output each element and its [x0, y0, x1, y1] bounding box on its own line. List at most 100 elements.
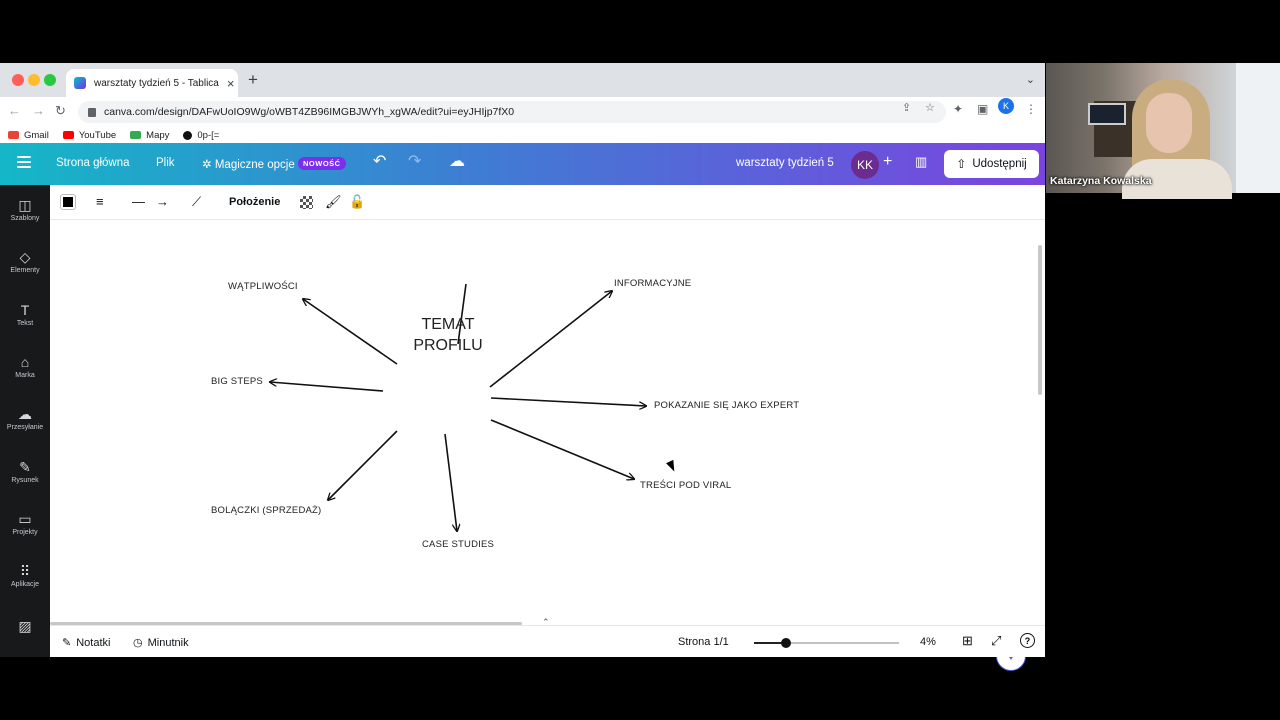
sidebar-item-label: Aplikacje — [10, 581, 39, 588]
extensions-puzzle-icon[interactable]: ✦ — [953, 102, 964, 116]
whiteboard-canvas[interactable]: TEMAT PROFILU WĄTPLIWOŚCI INFORMACYJNE B… — [50, 220, 1045, 671]
close-window-button[interactable] — [12, 74, 24, 86]
sidebar-item-label: Elementy — [10, 267, 40, 274]
copy-style-roller-icon[interactable]: 🖌 — [325, 194, 342, 209]
expand-pages-chevron-icon[interactable]: ⌃ — [542, 617, 550, 627]
help-question-icon[interactable]: ? — [1020, 633, 1035, 648]
lock-icon[interactable]: 🔓 — [349, 194, 366, 209]
webcam-background-window — [1236, 63, 1280, 193]
reload-icon[interactable]: ↻ — [55, 103, 66, 118]
url-text: canva.com/design/DAFwUoIO9Wg/oWBT4ZB96IM… — [104, 106, 515, 118]
brand-icon: ⌂ — [20, 354, 30, 370]
mindmap-node-expert[interactable]: POKAZANIE SIĘ JAKO EXPERT — [654, 400, 800, 411]
timer-label: Minutnik — [147, 636, 189, 649]
bookmark-other[interactable]: 0p-[= — [183, 130, 219, 141]
share-page-icon[interactable]: ⇪ — [902, 102, 912, 114]
arrow-to-viral — [490, 419, 634, 479]
minimize-window-button[interactable] — [28, 74, 40, 86]
sidebar-item-draw[interactable]: ✎ Rysunek — [0, 460, 50, 484]
sidebar-item-apps[interactable]: ⠿ Aplikacje — [0, 564, 50, 588]
zoom-percentage[interactable]: 4% — [920, 636, 936, 648]
undo-icon[interactable]: ↶ — [373, 153, 387, 170]
folder-icon: ▭ — [18, 511, 32, 527]
grid-view-icon[interactable]: ⊞ — [962, 633, 973, 648]
notes-label: Notatki — [76, 636, 111, 649]
user-avatar[interactable]: KK — [851, 151, 879, 179]
side-panel-icon[interactable]: ▣ — [977, 102, 989, 116]
mindmap-node-bolaczki[interactable]: BOLĄCZKI (SPRZEDAŻ) — [211, 505, 322, 516]
timer-button[interactable]: ◷ Minutnik — [133, 636, 189, 650]
sidebar-item-photos[interactable]: ▨ — [0, 619, 50, 633]
sidebar-item-text[interactable]: T Tekst — [0, 303, 50, 327]
elements-shapes-icon: ◇ — [19, 249, 31, 265]
line-color-swatch[interactable] — [60, 194, 76, 210]
share-button[interactable]: ⇧ Udostępnij — [944, 150, 1039, 178]
mindmap-node-case-studies[interactable]: CASE STUDIES — [422, 539, 495, 550]
notes-button[interactable]: ✎ Notatki — [62, 636, 111, 650]
bookmark-youtube[interactable]: YouTube — [62, 129, 117, 141]
arrow-to-watpliwosci — [303, 299, 398, 365]
canva-header: Strona główna Plik ✲ Magiczne opcje NOWO… — [0, 143, 1045, 185]
line-start-icon[interactable]: — — [132, 194, 145, 209]
page-counter[interactable]: Strona 1/1 — [678, 636, 729, 648]
line-end-arrow-icon[interactable]: → — [156, 194, 169, 209]
bookmark-maps[interactable]: Mapy — [130, 130, 169, 141]
new-tab-plus-icon[interactable]: + — [248, 70, 258, 89]
sidebar-item-label: Rysunek — [11, 477, 39, 484]
mindmap-node-informacyjne[interactable]: INFORMACYJNE — [614, 278, 692, 289]
bookmark-star-icon[interactable]: ☆ — [925, 102, 935, 114]
sidebar-item-label: Marka — [15, 372, 35, 379]
hamburger-menu-icon[interactable] — [17, 156, 31, 170]
magic-sparkle-icon: ✲ — [202, 159, 212, 171]
home-link[interactable]: Strona główna — [56, 157, 130, 169]
bookmark-gmail[interactable]: Gmail — [8, 130, 49, 141]
horizontal-scrollbar[interactable] — [50, 622, 522, 625]
maximize-window-button[interactable] — [44, 74, 56, 86]
design-title[interactable]: warsztaty tydzień 5 — [736, 157, 834, 169]
sidebar-item-label: Szablony — [10, 215, 40, 222]
bookmark-site-icon — [183, 130, 193, 140]
bookmark-label: Mapy — [146, 129, 170, 141]
transparency-icon[interactable] — [300, 196, 313, 209]
sidebar-item-templates[interactable]: ◫ Szablony — [0, 198, 50, 222]
line-type-icon[interactable]: ⟋ — [192, 194, 202, 209]
zoom-slider[interactable] — [754, 638, 899, 648]
insights-chart-icon[interactable]: ▥ — [915, 154, 928, 169]
participant-name: Katarzyna Kowalska — [1050, 175, 1152, 187]
canva-favicon-icon — [74, 77, 86, 89]
webcam-background-frame — [1088, 103, 1126, 125]
tab-strip: warsztaty tydzień 5 - Tablica × + ⌄ — [0, 63, 1045, 97]
cloud-saved-icon[interactable]: ☁ — [449, 153, 465, 170]
browser-tab[interactable]: warsztaty tydzień 5 - Tablica × — [66, 69, 238, 97]
profile-avatar[interactable]: K — [998, 98, 1014, 114]
fullscreen-expand-icon[interactable]: ⤢ — [991, 633, 1002, 648]
mindmap-node-viral[interactable]: TREŚCI POD VIRAL — [640, 480, 732, 491]
vertical-scrollbar[interactable] — [1038, 245, 1042, 395]
file-menu[interactable]: Plik — [156, 157, 175, 169]
gmail-icon — [8, 131, 19, 139]
bookmark-label: 0p-[= — [197, 129, 220, 141]
left-sidebar: ◫ Szablony ◇ Elementy T Tekst ⌂ Marka ☁ … — [0, 185, 50, 657]
magic-options-menu[interactable]: ✲ Magiczne opcje — [202, 157, 295, 171]
line-weight-icon[interactable]: ≡ — [96, 194, 104, 209]
tab-close-icon[interactable]: × — [226, 75, 235, 91]
sidebar-item-elements[interactable]: ◇ Elementy — [0, 250, 50, 274]
arrow-to-big-steps — [270, 382, 384, 392]
redo-icon[interactable]: ↷ — [408, 153, 422, 170]
zoom-slider-handle[interactable] — [781, 638, 791, 648]
back-arrow-icon[interactable]: ← — [8, 103, 21, 118]
invite-plus-icon[interactable]: + — [883, 153, 893, 170]
forward-arrow-icon[interactable]: → — [32, 103, 45, 118]
editor-footer: ✎ Notatki ◷ Minutnik Strona 1/1 4% ⊞ ⤢ ? — [50, 625, 1045, 657]
address-bar[interactable]: canva.com/design/DAFwUoIO9Wg/oWBT4ZB96IM… — [78, 101, 946, 123]
browser-menu-icon[interactable]: ⋮ — [1025, 102, 1037, 116]
sidebar-item-uploads[interactable]: ☁ Przesyłanie — [0, 407, 50, 431]
mindmap-node-watpliwosci[interactable]: WĄTPLIWOŚCI — [228, 281, 298, 292]
tab-search-chevron-icon[interactable]: ⌄ — [1025, 74, 1035, 86]
mindmap-center-topic[interactable]: TEMAT PROFILU — [413, 316, 483, 354]
sidebar-item-projects[interactable]: ▭ Projekty — [0, 512, 50, 536]
bookmark-label: YouTube — [78, 129, 117, 141]
sidebar-item-brand[interactable]: ⌂ Marka — [0, 355, 50, 379]
position-button[interactable]: Położenie — [229, 196, 281, 208]
mindmap-node-big-steps[interactable]: BIG STEPS — [211, 376, 263, 387]
